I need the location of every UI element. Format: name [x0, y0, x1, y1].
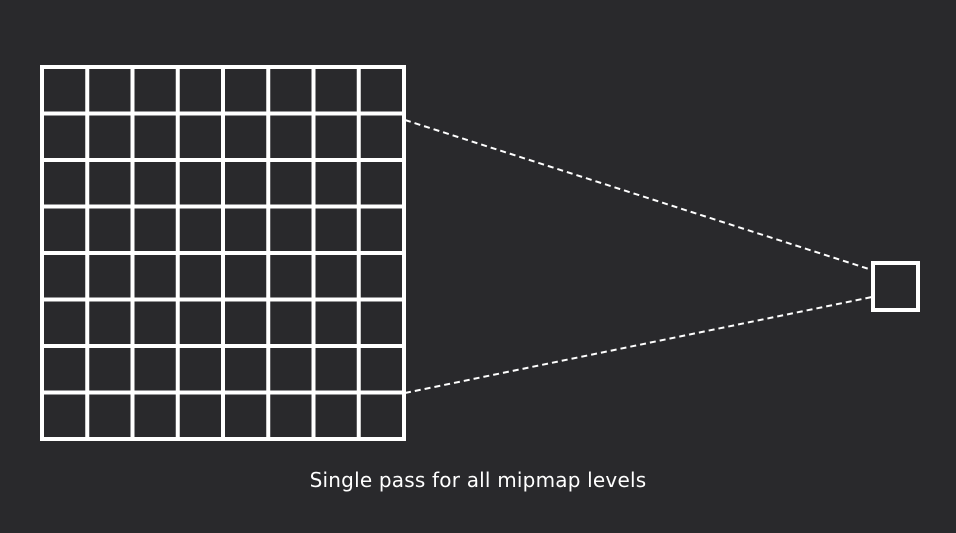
source-texture-grid: [40, 65, 406, 441]
projection-line-bottom: [404, 296, 873, 394]
target-mip-level-square: [871, 261, 920, 312]
projection-line-top: [404, 119, 873, 271]
diagram-caption: Single pass for all mipmap levels: [309, 468, 647, 492]
